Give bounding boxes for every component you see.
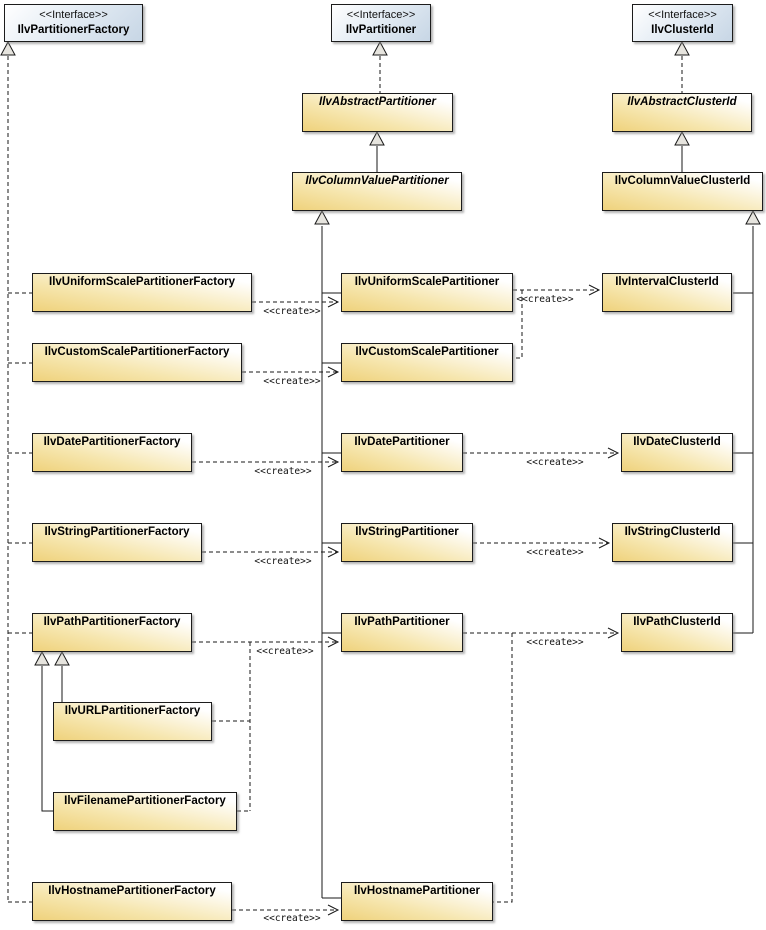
class-box-ilv-hostname-partitioner[interactable]: IlvHostnamePartitioner (341, 882, 493, 921)
class-name-label: IlvURLPartitionerFactory (64, 705, 201, 717)
class-name-label: IlvHostnamePartitioner (354, 885, 480, 897)
class-name-label: IlvDateClusterId (633, 436, 721, 448)
interface-box-ilv-partitioner-interface[interactable]: <<Interface>> IlvPartitioner (331, 4, 431, 42)
class-box-ilv-path-cluster-id[interactable]: IlvPathClusterId (621, 613, 733, 652)
class-name-label: IlvColumnValueClusterId (614, 175, 751, 187)
open-arrowhead-icon (607, 447, 620, 459)
class-box-ilv-column-value-cluster-id[interactable]: IlvColumnValueClusterId (602, 172, 763, 211)
class-box-ilv-custom-scale-partitioner-factory[interactable]: IlvCustomScalePartitionerFactory (32, 343, 242, 382)
interface-box-ilv-partitioner-factory-interface[interactable]: <<Interface>> IlvPartitionerFactory (4, 4, 143, 42)
create-join-edge (493, 633, 513, 903)
class-name-label: IlvStringClusterId (624, 526, 721, 538)
class-box-ilv-abstract-cluster-id[interactable]: IlvAbstractClusterId (612, 93, 752, 132)
class-box-ilv-uniform-scale-partitioner-factory[interactable]: IlvUniformScalePartitionerFactory (32, 273, 252, 312)
class-box-ilv-date-cluster-id[interactable]: IlvDateClusterId (621, 433, 733, 472)
class-box-ilv-filename-partitioner-factory[interactable]: IlvFilenamePartitionerFactory (53, 792, 237, 831)
class-box-ilv-date-partitioner-factory[interactable]: IlvDatePartitionerFactory (32, 433, 192, 472)
hollow-triangle-arrowhead-icon (54, 650, 70, 666)
class-box-ilv-string-partitioner-factory[interactable]: IlvStringPartitionerFactory (32, 523, 202, 562)
class-name-label: IlvStringPartitionerFactory (44, 526, 190, 538)
class-name-label: IlvUniformScalePartitionerFactory (49, 276, 235, 288)
class-box-ilv-hostname-partitioner-factory[interactable]: IlvHostnamePartitionerFactory (32, 882, 232, 921)
create-stereotype-label: <<create>> (526, 637, 584, 648)
class-name-label: IlvClusterId (651, 24, 714, 36)
open-arrowhead-icon (598, 537, 611, 549)
create-stereotype-label: <<create>> (526, 457, 584, 468)
class-name-label: IlvAbstractPartitioner (319, 96, 436, 108)
class-name-label: IlvStringPartitioner (355, 526, 459, 538)
class-box-ilv-abstract-partitioner[interactable]: IlvAbstractPartitioner (302, 93, 453, 132)
open-arrowhead-icon (327, 546, 340, 558)
hollow-triangle-arrowhead-icon (369, 130, 385, 146)
class-box-ilv-column-value-partitioner[interactable]: IlvColumnValuePartitioner (292, 172, 462, 211)
class-name-label: IlvPartitioner (345, 24, 417, 36)
class-name-label: IlvPathPartitionerFactory (43, 616, 181, 628)
class-box-ilv-string-cluster-id[interactable]: IlvStringClusterId (612, 523, 733, 562)
hollow-triangle-arrowhead-icon (34, 650, 50, 666)
interface-box-ilv-cluster-id-interface[interactable]: <<Interface>> IlvClusterId (632, 4, 733, 42)
class-name-label: IlvAbstractClusterId (627, 96, 737, 108)
hollow-triangle-arrowhead-icon (674, 40, 690, 56)
create-stereotype-label: <<create>> (526, 547, 584, 558)
class-box-ilv-string-partitioner[interactable]: IlvStringPartitioner (341, 523, 473, 562)
class-box-ilv-uniform-scale-partitioner[interactable]: IlvUniformScalePartitioner (341, 273, 513, 312)
class-name-label: IlvPathPartitioner (354, 616, 450, 628)
open-arrowhead-icon (327, 636, 340, 648)
class-name-label: IlvHostnamePartitionerFactory (48, 885, 216, 897)
create-join-edge (513, 290, 523, 359)
class-name-label: IlvIntervalClusterId (615, 276, 719, 288)
class-box-ilv-path-partitioner-factory[interactable]: IlvPathPartitionerFactory (32, 613, 192, 652)
create-stereotype-label: <<create>> (254, 466, 312, 477)
generalization-edge (41, 666, 53, 812)
class-name-label: IlvPathClusterId (633, 616, 721, 628)
class-name-label: IlvCustomScalePartitionerFactory (44, 346, 230, 358)
interface-stereotype: <<Interface>> (648, 9, 717, 21)
class-box-ilv-date-partitioner[interactable]: IlvDatePartitioner (341, 433, 463, 472)
open-arrowhead-icon (327, 366, 340, 378)
class-name-label: IlvDatePartitioner (354, 436, 450, 448)
class-box-ilv-path-partitioner[interactable]: IlvPathPartitioner (341, 613, 463, 652)
class-box-ilv-custom-scale-partitioner[interactable]: IlvCustomScalePartitioner (341, 343, 513, 382)
hollow-triangle-arrowhead-icon (745, 209, 761, 225)
hollow-triangle-arrowhead-icon (0, 40, 16, 56)
class-name-label: IlvUniformScalePartitioner (354, 276, 500, 288)
create-stereotype-label: <<create>> (256, 646, 314, 657)
class-box-ilv-url-partitioner-factory[interactable]: IlvURLPartitionerFactory (53, 702, 212, 741)
open-arrowhead-icon (327, 296, 340, 308)
create-stereotype-label: <<create>> (254, 556, 312, 567)
class-name-label: IlvDatePartitionerFactory (43, 436, 181, 448)
create-stereotype-label: <<create>> (263, 913, 321, 924)
create-stereotype-label: <<create>> (516, 294, 574, 305)
create-stereotype-label: <<create>> (263, 376, 321, 387)
hollow-triangle-arrowhead-icon (314, 209, 330, 225)
hollow-triangle-arrowhead-icon (674, 130, 690, 146)
interface-stereotype: <<Interface>> (39, 9, 108, 21)
open-arrowhead-icon (588, 284, 601, 296)
interface-stereotype: <<Interface>> (346, 9, 416, 21)
class-name-label: IlvPartitionerFactory (17, 24, 130, 36)
create-stereotype-label: <<create>> (263, 306, 321, 317)
open-arrowhead-icon (327, 904, 340, 916)
class-box-ilv-interval-cluster-id[interactable]: IlvIntervalClusterId (602, 273, 732, 312)
hollow-triangle-arrowhead-icon (372, 40, 388, 56)
class-name-label: IlvFilenamePartitionerFactory (64, 795, 226, 807)
class-name-label: IlvColumnValuePartitioner (305, 175, 449, 187)
open-arrowhead-icon (327, 456, 340, 468)
open-arrowhead-icon (607, 627, 620, 639)
class-name-label: IlvCustomScalePartitioner (355, 346, 499, 358)
